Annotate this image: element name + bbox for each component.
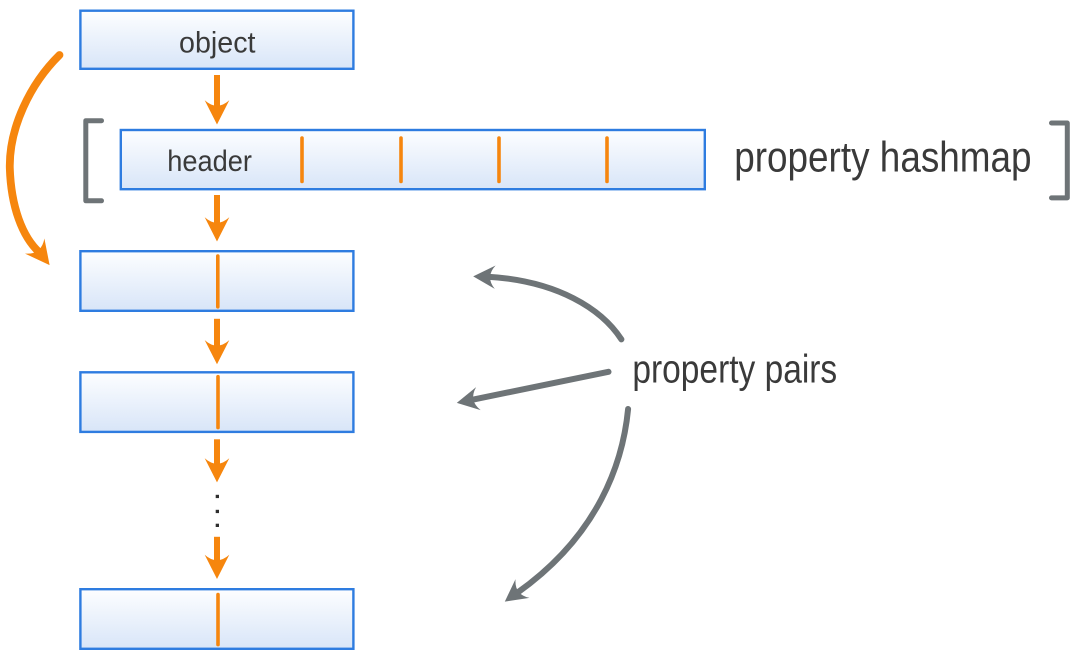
svg-text:object: object bbox=[179, 26, 256, 59]
svg-text:property hashmap: property hashmap bbox=[734, 134, 1031, 182]
svg-text:property pairs: property pairs bbox=[632, 347, 837, 391]
svg-text:header: header bbox=[167, 145, 252, 178]
